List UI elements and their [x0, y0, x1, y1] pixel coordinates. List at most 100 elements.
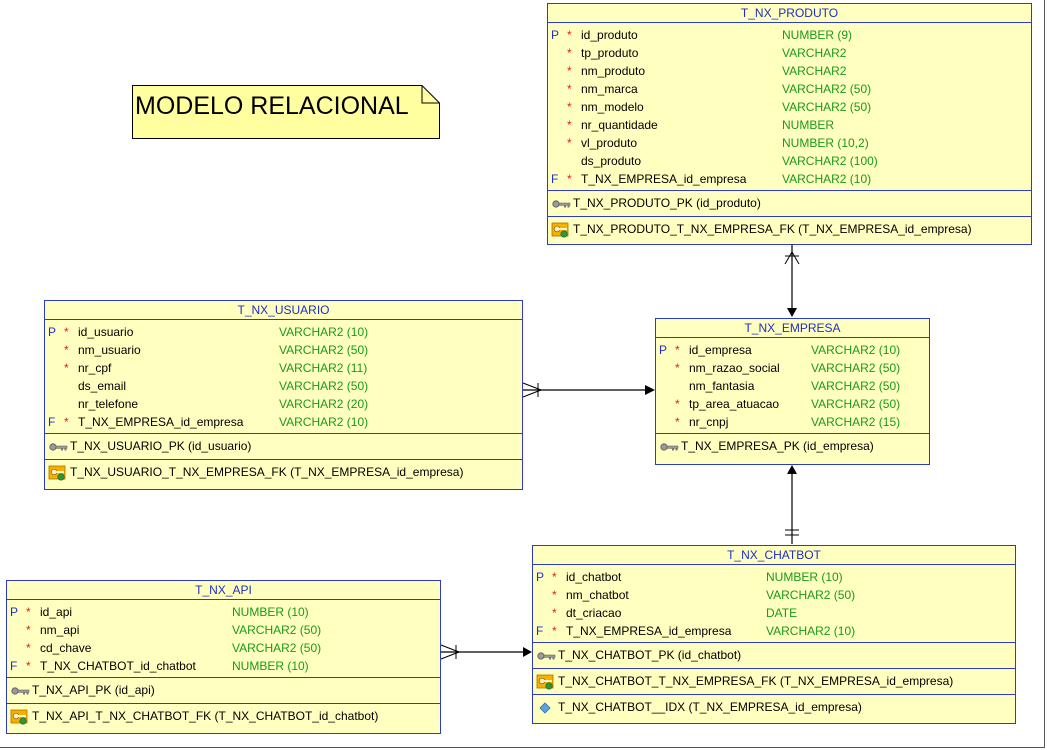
rel-usuario-empresa — [522, 382, 655, 398]
required-marker: * — [567, 46, 572, 60]
column-name: nm_fantasia — [689, 379, 755, 393]
rel-chatbot-empresa — [785, 465, 799, 544]
key-flag: P — [536, 570, 545, 584]
fk-label: T_NX_API_T_NX_CHATBOT_FK (T_NX_CHATBOT_i… — [32, 709, 379, 723]
index-row[interactable]: T_NX_CHATBOT__IDX (T_NX_EMPRESA_id_empre… — [533, 695, 1015, 720]
column-type: VARCHAR2 (10) — [279, 415, 369, 429]
column-type: VARCHAR2 (10) — [782, 172, 872, 186]
column-name: nm_api — [40, 623, 80, 637]
column-name: nr_quantidade — [581, 118, 658, 132]
column-type: DATE — [766, 606, 798, 620]
fk-label: T_NX_PRODUTO_T_NX_EMPRESA_FK (T_NX_EMPRE… — [573, 222, 972, 236]
column-type: VARCHAR2 (50) — [279, 379, 369, 393]
primary-key-row[interactable]: T_NX_CHATBOT_PK (id_chatbot) — [533, 643, 1015, 669]
primary-key-row[interactable]: T_NX_PRODUTO_PK (id_produto) — [548, 191, 1031, 217]
required-marker: * — [675, 415, 680, 429]
column-row[interactable]: * nr_quantidade NUMBER — [548, 116, 1031, 134]
column-name: ds_email — [78, 379, 127, 393]
column-type: VARCHAR2 (50) — [811, 397, 901, 411]
foreign-key-icon — [536, 669, 556, 703]
column-name: vl_produto — [581, 136, 638, 150]
primary-key-row[interactable]: T_NX_EMPRESA_PK (id_empresa) — [656, 434, 929, 459]
required-marker: * — [552, 624, 557, 638]
pk-label: T_NX_CHATBOT_PK (id_chatbot) — [558, 648, 742, 662]
foreign-key-row[interactable]: T_NX_CHATBOT_T_NX_EMPRESA_FK (T_NX_EMPRE… — [533, 669, 1015, 695]
column-type: VARCHAR2 — [782, 64, 847, 78]
column-name: nm_marca — [581, 82, 638, 96]
foreign-key-row[interactable]: T_NX_API_T_NX_CHATBOT_FK (T_NX_CHATBOT_i… — [7, 704, 440, 729]
required-marker: * — [567, 28, 572, 42]
key-flag: P — [48, 325, 57, 339]
column-type: VARCHAR2 (50) — [782, 82, 872, 96]
key-icon — [48, 434, 68, 468]
diagram-note[interactable]: MODELO RELACIONAL — [132, 85, 440, 139]
primary-key-row[interactable]: T_NX_API_PK (id_api) — [7, 678, 440, 704]
key-flag: P — [551, 28, 560, 42]
pk-label: T_NX_USUARIO_PK (id_usuario) — [70, 439, 252, 453]
fk-label: T_NX_CHATBOT_T_NX_EMPRESA_FK (T_NX_EMPRE… — [558, 674, 954, 688]
column-name: tp_area_atuacao — [689, 397, 780, 411]
key-icon — [551, 191, 571, 225]
column-type: NUMBER (10,2) — [782, 136, 869, 150]
key-icon — [659, 434, 679, 468]
foreign-key-row[interactable]: T_NX_USUARIO_T_NX_EMPRESA_FK (T_NX_EMPRE… — [45, 460, 522, 485]
column-name: tp_produto — [581, 46, 639, 60]
foreign-key-icon — [551, 217, 571, 251]
column-name: id_usuario — [78, 325, 134, 339]
column-name: dt_criacao — [566, 606, 622, 620]
column-name: id_empresa — [689, 343, 752, 357]
required-marker: * — [567, 118, 572, 132]
foreign-key-row[interactable]: T_NX_PRODUTO_T_NX_EMPRESA_FK (T_NX_EMPRE… — [548, 217, 1031, 242]
table-title: T_NX_PRODUTO — [548, 4, 1031, 23]
column-name: nr_telefone — [78, 397, 139, 411]
key-flag: F — [551, 172, 559, 186]
column-type: VARCHAR2 (50) — [279, 343, 369, 357]
key-icon — [10, 678, 30, 712]
column-row[interactable]: ds_email VARCHAR2 (50) — [45, 377, 522, 395]
primary-key-row[interactable]: T_NX_USUARIO_PK (id_usuario) — [45, 434, 522, 460]
column-type: NUMBER — [782, 118, 835, 132]
column-name: cd_chave — [40, 641, 92, 655]
column-name: nm_chatbot — [566, 588, 629, 602]
column-name: nr_cnpj — [689, 415, 729, 429]
column-name: id_produto — [581, 28, 638, 42]
column-type: VARCHAR2 (10) — [766, 624, 856, 638]
key-icon — [536, 643, 556, 677]
